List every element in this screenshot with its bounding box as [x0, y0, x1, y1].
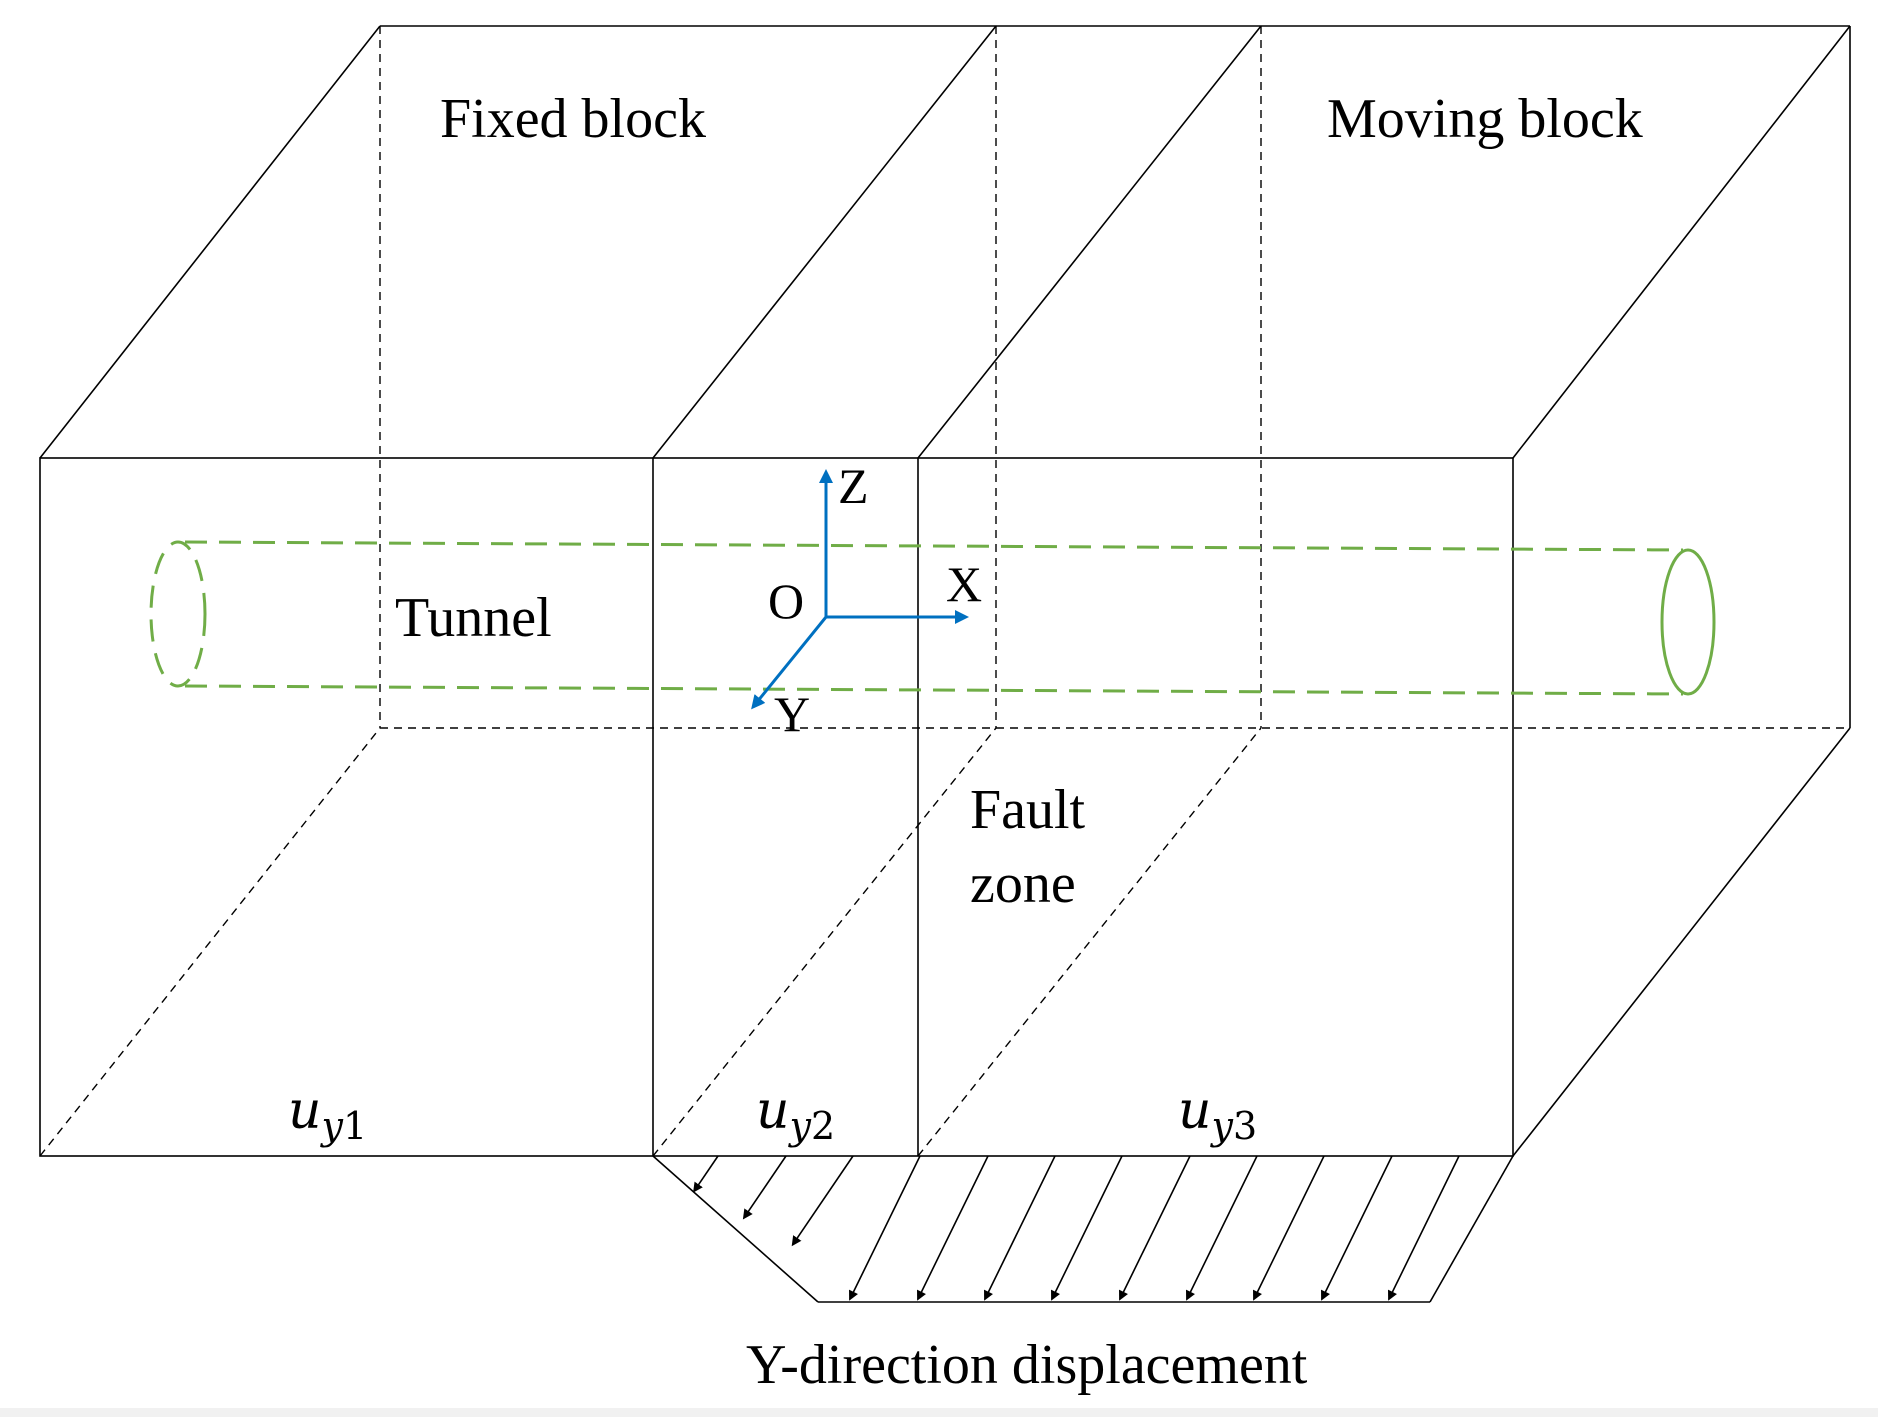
displacement-arrow — [1186, 1155, 1258, 1301]
displacement-arrow — [984, 1155, 1056, 1301]
displacement-arrow — [693, 1155, 719, 1193]
tunnel-right-end — [1660, 548, 1716, 696]
region-labels: Fixed block Moving block Tunnel Fault zo… — [395, 88, 1643, 915]
z-axis-label: Z — [838, 458, 869, 514]
displacement-arrow — [849, 1155, 921, 1301]
displacement-arrow — [1119, 1155, 1191, 1301]
displacement-label-uy1: uy1 — [288, 1081, 367, 1148]
uy1-sub-num: 1 — [343, 1104, 367, 1148]
uy3-base: u — [1178, 1081, 1212, 1141]
displacement-arrow — [1388, 1155, 1460, 1301]
profile-right-edge — [1429, 1155, 1514, 1303]
profile-slope — [652, 1155, 819, 1303]
uy3-sub-var: y — [1210, 1104, 1234, 1148]
uy1-sub-var: y — [320, 1104, 344, 1148]
tunnel-bottom-edge — [184, 684, 1684, 696]
coordinate-axes — [751, 469, 969, 710]
displacement-arrow — [1253, 1155, 1325, 1301]
tunnel — [149, 540, 1716, 696]
displacement-label-uy2: uy2 — [756, 1081, 835, 1148]
caption: Y-direction displacement — [746, 1334, 1308, 1396]
tunnel-left-end — [149, 540, 207, 688]
displacement-arrow — [791, 1155, 854, 1247]
origin-label: O — [768, 573, 804, 629]
fault-zone-label-line1: Fault — [970, 779, 1086, 841]
fault-zone-label-line2: zone — [970, 853, 1076, 915]
y-axis — [751, 616, 828, 710]
uy2-sub-var: y — [788, 1104, 812, 1148]
uy2-sub-num: 2 — [811, 1104, 835, 1148]
displacement-labels: uy1 uy2 uy3 — [288, 1081, 1257, 1148]
tunnel-label: Tunnel — [395, 587, 552, 649]
displacement-arrow — [742, 1155, 787, 1220]
moving-block-label: Moving block — [1327, 88, 1643, 150]
uy3-sub-num: 3 — [1233, 1104, 1257, 1148]
displacement-arrow — [1321, 1155, 1393, 1301]
x-axis-label: X — [946, 556, 982, 612]
uy1-base: u — [288, 1081, 322, 1141]
bottom-strip — [0, 1408, 1878, 1417]
displacement-label-uy3: uy3 — [1178, 1081, 1257, 1148]
box-top-edges — [39, 25, 1851, 1157]
displacement-arrows — [693, 1155, 1460, 1301]
uy2-base: u — [756, 1081, 790, 1141]
tunnel-top-edge — [184, 540, 1684, 552]
displacement-arrow — [1051, 1155, 1123, 1301]
axis-labels: Z X Y O — [768, 458, 982, 742]
displacement-arrow — [917, 1155, 989, 1301]
displacement-profile — [652, 1155, 1514, 1303]
box-front-face — [39, 457, 1514, 1157]
fixed-block-label: Fixed block — [440, 88, 706, 150]
box-hidden-edges — [39, 26, 1850, 1157]
y-axis-label: Y — [774, 686, 810, 742]
